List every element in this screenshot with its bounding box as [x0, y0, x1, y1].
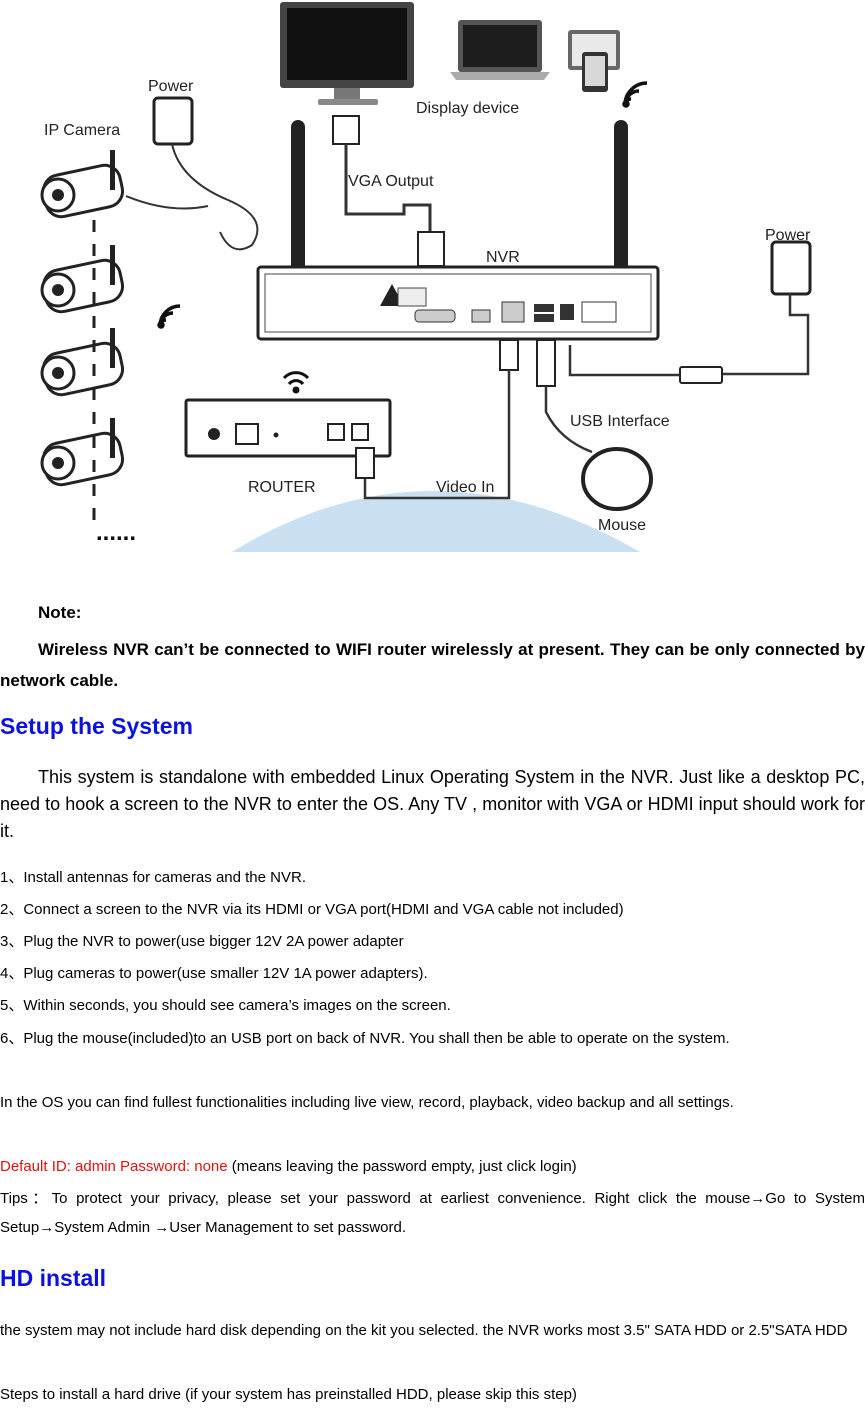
power-left-label: Power	[148, 78, 194, 95]
power-adapter-left	[125, 96, 259, 251]
display-device-label: Display device	[416, 100, 519, 117]
usb-interface-label: USB Interface	[570, 413, 670, 430]
hd-steps-intro: Steps to install a hard drive (if your s…	[0, 1386, 577, 1403]
camera-4-icon	[40, 418, 125, 487]
ground-arc	[232, 491, 640, 552]
camera-2-icon	[40, 245, 125, 314]
camera-wifi-icon	[157, 304, 181, 329]
tips-text: Tips：To protect your privacy, please set…	[0, 1190, 865, 1236]
note-heading: Note:	[38, 603, 82, 622]
video-in-label: Video In	[436, 479, 494, 496]
step-6: 6、Plug the mouse(included)to an USB port…	[0, 1030, 730, 1047]
nvr-device	[256, 265, 660, 341]
vga-cable	[332, 115, 445, 267]
default-id-note: (means leaving the password empty, just …	[227, 1158, 577, 1175]
step-1: 1、Install antennas for cameras and the N…	[0, 869, 306, 886]
router-device	[184, 398, 392, 479]
step-3: 3、Plug the NVR to power(use bigger 12V 2…	[0, 933, 404, 950]
power-right-label: Power	[765, 227, 811, 244]
camera-3-icon	[40, 328, 125, 397]
step-2: 2、Connect a screen to the NVR via its HD…	[0, 901, 624, 918]
note-body: Wireless NVR can’t be connected to WIFI …	[0, 634, 865, 696]
connection-diagram: Display device VGA Output NVR Power	[40, 2, 812, 552]
default-id-text: Default ID: admin Password: none	[0, 1158, 228, 1175]
default-credentials: Default ID: admin Password: none (means …	[0, 1152, 865, 1181]
nvr-antenna-left	[291, 120, 305, 302]
mouse-label: Mouse	[598, 517, 646, 534]
functions-text: In the OS you can find fullest functiona…	[0, 1094, 734, 1111]
step-5: 5、Within seconds, you should see camera’…	[0, 997, 451, 1014]
more-cameras-dots: ......	[96, 519, 136, 546]
power-adapter-right	[568, 240, 812, 384]
network-cable	[363, 339, 519, 500]
hd-heading: HD install	[0, 1265, 107, 1291]
wifi-icon	[622, 81, 648, 108]
step-4: 4、Plug cameras to power(use smaller 12V …	[0, 965, 428, 982]
hd-text: the system may not include hard disk dep…	[0, 1322, 848, 1339]
tablet-phone-icon	[568, 30, 620, 92]
note-body-text: Wireless NVR can’t be connected to WIFI …	[0, 640, 865, 690]
camera-1-icon	[40, 150, 125, 219]
laptop-icon	[450, 20, 550, 80]
ip-camera-label: IP Camera	[44, 122, 120, 139]
setup-intro: This system is standalone with embedded …	[0, 764, 865, 845]
setup-heading: Setup the System	[0, 713, 193, 739]
setup-intro-text: This system is standalone with embedded …	[0, 767, 865, 841]
usb-cable	[536, 339, 593, 454]
vga-output-label: VGA Output	[348, 173, 434, 190]
mouse-icon	[581, 447, 653, 511]
nvr-label: NVR	[486, 249, 520, 266]
monitor-icon	[280, 2, 414, 105]
router-label: ROUTER	[248, 479, 316, 496]
nvr-antenna-right	[614, 120, 628, 302]
router-wifi-icon	[282, 371, 310, 394]
